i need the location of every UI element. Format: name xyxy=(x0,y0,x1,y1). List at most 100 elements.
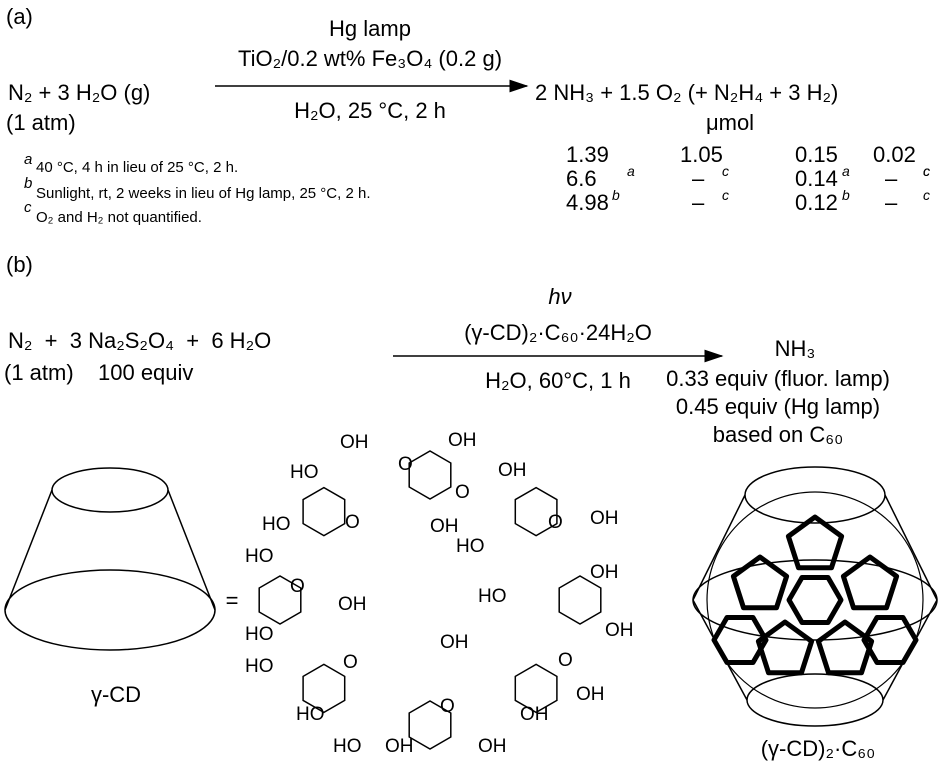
cell: – xyxy=(885,190,898,215)
gamma-cd-atom-labels: OH HO O OH OH HO O O O OH HO OH HO OH O … xyxy=(245,430,634,757)
b-condition-light: hν xyxy=(548,284,571,309)
atom-label: HO xyxy=(245,656,274,677)
pentagon xyxy=(785,514,845,571)
complex-label: (γ-CD)₂·C₆₀ xyxy=(761,736,876,761)
b-yield-basis: based on C₆₀ xyxy=(713,422,844,447)
hexagon xyxy=(711,615,769,665)
glucose-ring xyxy=(302,663,346,714)
atom-label: OH xyxy=(385,736,414,757)
atom-label: OH xyxy=(590,562,619,583)
footnote-mark: c xyxy=(722,163,729,179)
glucose-ring xyxy=(408,700,452,750)
atom-label: OH xyxy=(448,430,477,451)
atom-label: OH xyxy=(340,432,369,453)
a-condition-solvent: H₂O, 25 °C, 2 h xyxy=(294,98,446,123)
glucose-ring xyxy=(514,663,558,714)
b-product: NH₃ xyxy=(775,336,816,361)
footnote-text: 40 °C, 4 h in lieu of 25 °C, 2 h. xyxy=(36,159,238,176)
footnote-mark: c xyxy=(923,163,930,179)
cd-c60-complex-icon xyxy=(692,466,938,727)
gamma-cd-structure xyxy=(258,450,602,750)
cd-label: γ-CD xyxy=(91,682,141,707)
footnote-mark: b xyxy=(24,175,32,192)
cell: – xyxy=(692,190,705,215)
cell: 0.02 xyxy=(873,142,916,167)
atom-label: HO xyxy=(333,736,362,757)
part-b-label: (b) xyxy=(6,252,33,277)
atom-label: HO xyxy=(456,536,485,557)
b-pressure: (1 atm) xyxy=(4,360,74,385)
glucose-ring xyxy=(514,486,558,537)
atom-label: HO xyxy=(262,514,291,535)
cell: 6.6 xyxy=(566,166,597,191)
table-row: 1.39 1.05 0.15 0.02 c xyxy=(566,142,930,179)
part-a-label: (a) xyxy=(6,4,33,29)
footnote-mark: c xyxy=(722,187,729,203)
footnote-mark: a xyxy=(24,151,32,168)
atom-label: O xyxy=(558,650,573,671)
atom-label: OH xyxy=(430,516,459,537)
atom-label: OH xyxy=(440,632,469,653)
a-products: 2 NH₃ + 1.5 O₂ (+ N₂H₄ + 3 H₂) xyxy=(535,80,838,105)
a-results-table: 1.39 1.05 0.15 0.02 c 6.6 a – c 0.14 a –… xyxy=(566,142,930,215)
atom-label: HO xyxy=(245,624,274,645)
footnote-mark: c xyxy=(923,163,930,179)
table-row: 4.98 b – c 0.12 b – c xyxy=(566,187,930,215)
footnote-text: O₂ and H₂ not quantified. xyxy=(36,209,202,226)
footnote-mark: c xyxy=(24,199,32,216)
footnote-mark: b xyxy=(842,187,850,203)
cell: 0.15 xyxy=(795,142,838,167)
atom-label: O xyxy=(290,576,305,597)
hexagon xyxy=(861,615,919,665)
atom-label: HO xyxy=(478,586,507,607)
a-pressure: (1 atm) xyxy=(6,110,76,135)
atom-label: HO xyxy=(296,704,325,725)
cell: – xyxy=(692,166,705,191)
footnote-mark: a xyxy=(627,163,635,179)
pentagon xyxy=(755,619,815,676)
atom-label: HO xyxy=(245,546,274,567)
b-reactants: N₂ + 3 Na₂S₂O₄ + 6 H₂O xyxy=(8,328,271,353)
glucose-ring xyxy=(258,575,302,625)
footnote-mark: c xyxy=(923,187,930,203)
equals-sign: = xyxy=(226,588,239,613)
footnote-text: Sunlight, rt, 2 weeks in lieu of Hg lamp… xyxy=(36,185,371,202)
atom-label: OH xyxy=(520,704,549,725)
b-equiv: 100 equiv xyxy=(98,360,193,385)
atom-label: O xyxy=(343,652,358,673)
a-reactants: N₂ + 3 H₂O (g) xyxy=(8,80,150,105)
glucose-ring xyxy=(408,450,452,500)
atom-label: OH xyxy=(590,508,619,529)
cell: 0.14 xyxy=(795,166,838,191)
atom-label: OH xyxy=(338,594,367,615)
b-condition-catalyst: (γ-CD)₂·C₆₀·24H₂O xyxy=(464,320,652,345)
atom-label: OH xyxy=(576,684,605,705)
cell: – xyxy=(885,166,898,191)
b-yield-hg: 0.45 equiv (Hg lamp) xyxy=(676,394,880,419)
atom-label: OH xyxy=(605,620,634,641)
cell: 0.12 xyxy=(795,190,838,215)
table-row: 6.6 a – c 0.14 a – c xyxy=(566,163,930,191)
footnote-mark: b xyxy=(612,187,620,203)
atom-label: O xyxy=(398,454,413,475)
hexagon xyxy=(786,575,844,625)
b-yield-fluor: 0.33 equiv (fluor. lamp) xyxy=(666,366,890,391)
atom-label: O xyxy=(440,696,455,717)
footnote-mark: a xyxy=(842,163,850,179)
pentagon xyxy=(730,554,790,611)
atom-label: OH xyxy=(498,460,527,481)
a-unit: μmol xyxy=(706,110,754,135)
atom-label: O xyxy=(548,512,563,533)
a-condition-lamp: Hg lamp xyxy=(329,16,411,41)
glucose-ring xyxy=(302,486,346,537)
a-condition-catalyst: TiO₂/0.2 wt% Fe₃O₄ (0.2 g) xyxy=(238,46,502,71)
atom-label: O xyxy=(455,482,470,503)
atom-label: HO xyxy=(290,462,319,483)
cell: 4.98 xyxy=(566,190,609,215)
a-footnotes: a 40 °C, 4 h in lieu of 25 °C, 2 h. b Su… xyxy=(24,151,371,226)
cyclodextrin-cone-icon xyxy=(4,467,216,651)
pentagon xyxy=(815,619,875,676)
atom-label: OH xyxy=(478,736,507,757)
